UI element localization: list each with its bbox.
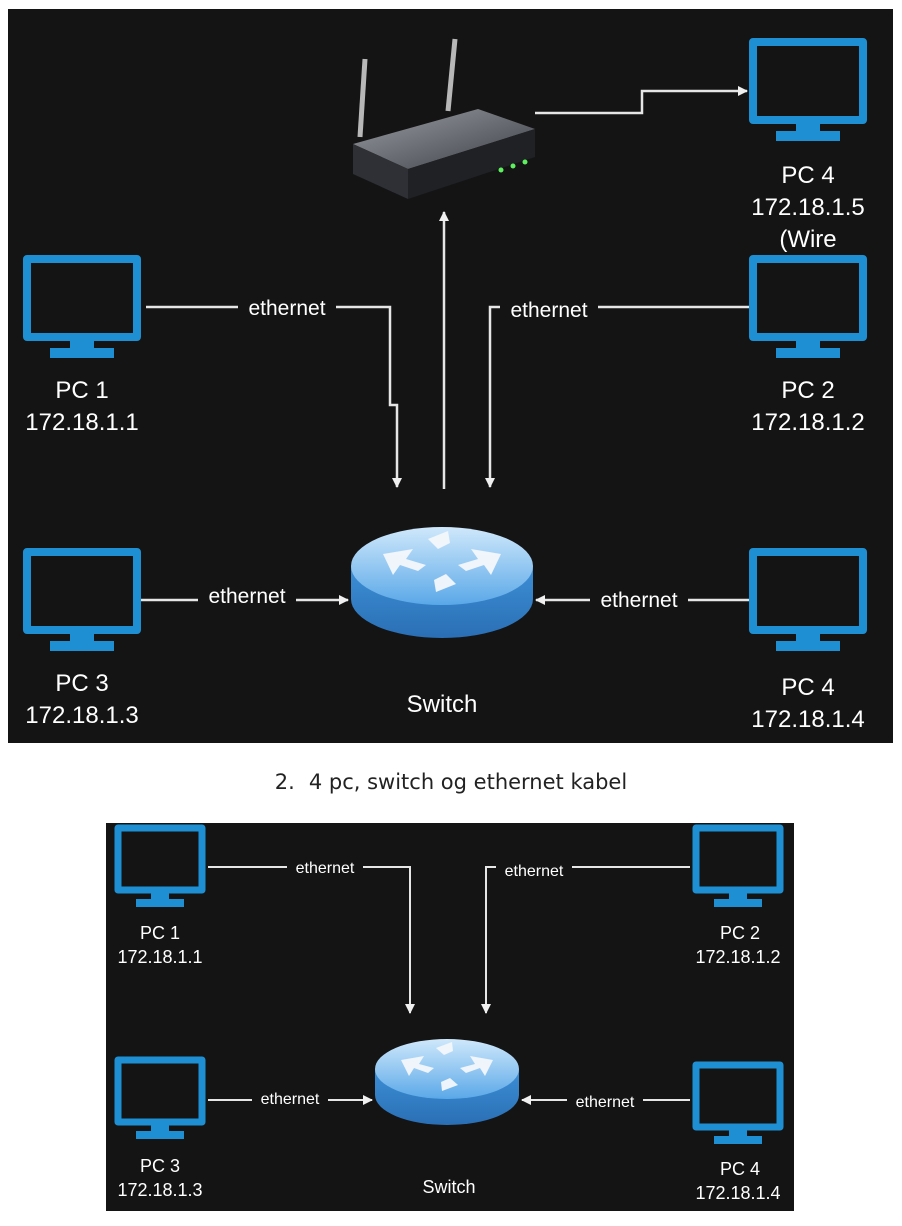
pc2-monitor-icon — [749, 255, 867, 358]
edge2-pc2-switch — [481, 866, 690, 1014]
pc2-monitor-icon — [692, 824, 784, 907]
pc4-wireless-ip: 172.18.1.5 — [751, 194, 864, 221]
pc2-ip: 172.18.1.2 — [695, 947, 780, 967]
pc4-monitor-icon — [749, 548, 867, 651]
figure-caption: 2. 4 pc, switch og ethernet kabel — [0, 770, 902, 794]
pc1-monitor-icon — [114, 824, 206, 907]
wireless-router-icon — [353, 38, 535, 199]
svg-text:ethernet: ethernet — [576, 1094, 635, 1111]
svg-text:ethernet: ethernet — [510, 299, 587, 322]
edge-label-pc1: ethernet — [238, 295, 336, 321]
network-diagram-with-router: ethernet ethernet ethernet ethernet — [8, 9, 893, 743]
svg-text:ethernet: ethernet — [600, 589, 677, 612]
pc1-ip: 172.18.1.1 — [117, 947, 202, 967]
edge-pc2-switch — [485, 305, 750, 488]
pc2-name: PC 2 — [720, 923, 760, 943]
pc3-ip: 172.18.1.3 — [117, 1180, 202, 1200]
pc1-name: PC 1 — [55, 377, 108, 404]
pc4-wireless-name: PC 4 — [781, 162, 834, 189]
pc4-wireless-note: (Wire — [779, 226, 836, 253]
caption-number: 2. — [274, 770, 295, 794]
svg-text:ethernet: ethernet — [296, 860, 355, 877]
pc4-ip: 172.18.1.4 — [751, 706, 864, 733]
switch-label: Switch — [422, 1177, 475, 1197]
pc2-ip: 172.18.1.2 — [751, 409, 864, 436]
edge-label-pc3: ethernet — [198, 583, 296, 609]
pc4-wireless-monitor-icon — [749, 38, 867, 141]
pc2-name: PC 2 — [781, 377, 834, 404]
pc1-name: PC 1 — [140, 923, 180, 943]
svg-text:ethernet: ethernet — [208, 585, 285, 608]
edge2-label-pc2: ethernet — [496, 860, 572, 880]
edge2-pc1-switch — [208, 866, 415, 1014]
switch-icon — [351, 527, 533, 638]
diagram-1-canvas: ethernet ethernet ethernet ethernet — [23, 38, 867, 733]
svg-text:ethernet: ethernet — [261, 1091, 320, 1108]
pc3-name: PC 3 — [140, 1156, 180, 1176]
edge-label-pc4: ethernet — [590, 587, 688, 613]
edge-label-pc2: ethernet — [500, 297, 598, 323]
svg-text:ethernet: ethernet — [248, 297, 325, 320]
pc4-name: PC 4 — [781, 674, 834, 701]
pc3-monitor-icon — [114, 1056, 206, 1139]
edge-pc1-switch — [146, 305, 402, 488]
pc3-monitor-icon — [23, 548, 141, 651]
pc4-name: PC 4 — [720, 1159, 760, 1179]
pc4-ip: 172.18.1.4 — [695, 1183, 780, 1203]
switch-icon — [375, 1039, 519, 1125]
edge2-label-pc3: ethernet — [252, 1088, 328, 1108]
pc1-monitor-icon — [23, 255, 141, 358]
caption-text: 4 pc, switch og ethernet kabel — [308, 770, 628, 794]
network-diagram-switch-only: ethernet ethernet ethernet ethernet — [106, 823, 794, 1211]
switch-label: Switch — [407, 691, 478, 718]
pc4-monitor-icon — [692, 1061, 784, 1144]
pc1-ip: 172.18.1.1 — [25, 409, 138, 436]
edge-router-pc4-wireless — [535, 86, 748, 115]
edge2-label-pc4: ethernet — [567, 1091, 643, 1111]
pc3-name: PC 3 — [55, 670, 108, 697]
diagram-2-canvas: ethernet ethernet ethernet ethernet — [114, 824, 784, 1203]
svg-text:ethernet: ethernet — [505, 863, 564, 880]
pc3-ip: 172.18.1.3 — [25, 702, 138, 729]
edge2-label-pc1: ethernet — [287, 857, 363, 877]
